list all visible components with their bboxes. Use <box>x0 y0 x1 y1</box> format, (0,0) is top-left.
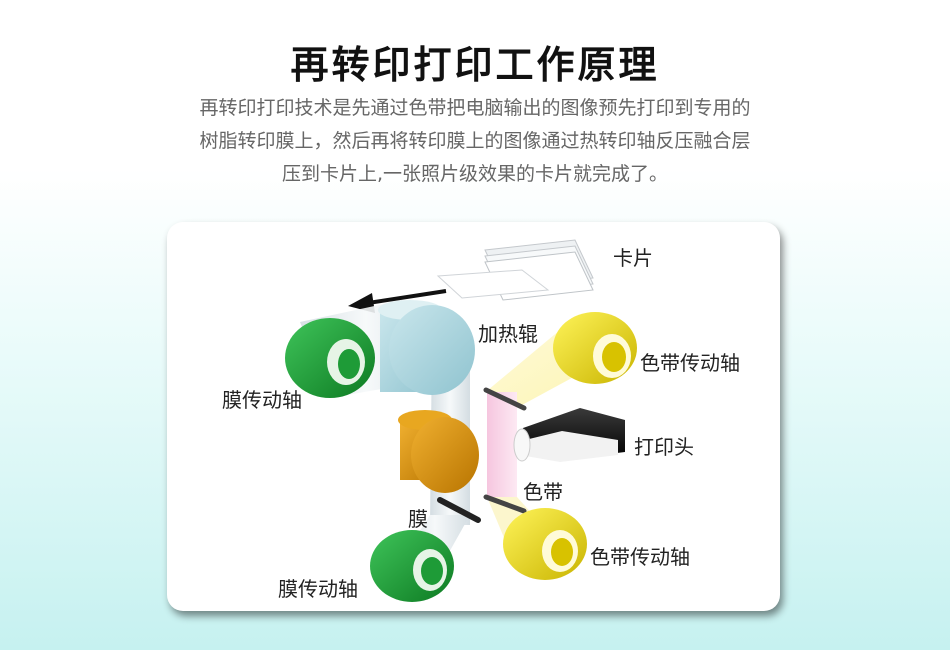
description-line: 再转印打印技术是先通过色带把电脑输出的图像预先打印到专用的 <box>199 97 751 119</box>
film-roll-bottom-icon <box>370 530 454 602</box>
ribbon-roll-bottom-icon <box>503 508 587 580</box>
label-ribbon-axis-top: 色带传动轴 <box>640 351 740 375</box>
ribbon-roll-top-icon <box>553 312 637 384</box>
label-card: 卡片 <box>613 246 653 270</box>
page-title: 再转印打印工作原理 <box>290 43 660 87</box>
heat-roller-icon <box>378 300 475 395</box>
label-ribbon: 色带 <box>523 480 563 504</box>
card-stack <box>436 239 594 301</box>
label-ribbon-axis-bottom: 色带传动轴 <box>590 545 690 569</box>
description-line: 树脂转印膜上，然后再将转印膜上的图像通过热转印轴反压融合层 <box>199 130 751 152</box>
label-heat-roller: 加热辊 <box>478 322 538 346</box>
label-film: 膜 <box>408 507 428 531</box>
description-line: 压到卡片上,一张照片级效果的卡片就完成了。 <box>281 163 669 185</box>
label-film-axis-left: 膜传动轴 <box>222 388 302 412</box>
print-head-icon <box>513 408 625 462</box>
film-marker <box>437 497 481 523</box>
description: 再转印打印技术是先通过色带把电脑输出的图像预先打印到专用的 树脂转印膜上，然后再… <box>120 92 830 191</box>
film-roll-left-icon <box>285 318 375 398</box>
label-print-head: 打印头 <box>634 435 694 459</box>
orange-roller-icon <box>398 410 479 493</box>
label-film-axis-bottom: 膜传动轴 <box>278 577 358 601</box>
